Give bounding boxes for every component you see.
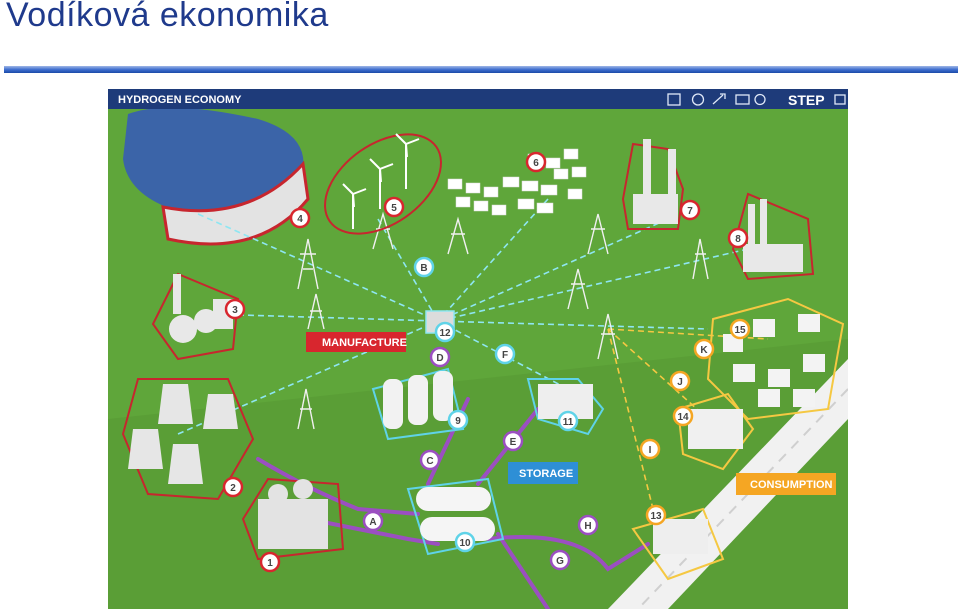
marker-7: 7: [679, 199, 701, 221]
nuclear-plant-1-outline: [241, 477, 345, 561]
marker-14: 14: [672, 405, 694, 427]
marker-9: 9: [447, 409, 469, 431]
factory-14: [688, 409, 743, 449]
svg-text:6: 6: [533, 158, 539, 169]
svg-text:K: K: [700, 345, 708, 356]
svg-text:12: 12: [439, 328, 451, 339]
svg-text:J: J: [677, 377, 683, 388]
svg-text:C: C: [426, 456, 433, 467]
illustration-header-title: HYDROGEN ECONOMY: [118, 94, 242, 106]
marker-13: 13: [645, 504, 667, 526]
power-plant-8: [743, 199, 803, 272]
marker-I: I: [639, 438, 661, 460]
svg-text:G: G: [556, 556, 564, 567]
marker-4: 4: [289, 207, 311, 229]
marker-A: A: [362, 510, 384, 532]
storage-banner: [508, 462, 578, 484]
svg-text:15: 15: [734, 325, 746, 336]
gas-plant-3: [169, 274, 233, 343]
wind-turbines: [342, 133, 420, 229]
window-icon: [834, 94, 846, 105]
marker-1: 1: [259, 551, 281, 573]
houses-15-outline: [706, 297, 845, 421]
marker-3: 3: [224, 298, 246, 320]
svg-text:9: 9: [455, 416, 461, 427]
svg-text:4: 4: [297, 214, 303, 225]
marker-B: B: [413, 256, 435, 278]
number-markers: 1 2 3 4 5 6 7 8 9 10 11 12 13 14 15: [222, 151, 751, 573]
letter-markers: A B C D E F G H I J K: [362, 256, 715, 571]
slide-title: Vodíková ekonomika: [6, 0, 329, 34]
title-divider: [4, 66, 958, 73]
consumption-banner: [736, 473, 836, 495]
hydrogen-economy-illustration: HYDROGEN ECONOMY STEP MANUFACTURE STORAG…: [108, 89, 848, 609]
compressor-11-outline: [526, 378, 605, 436]
marker-D: D: [429, 346, 451, 368]
building-icon: [667, 93, 681, 106]
brand-label: STEP: [788, 92, 825, 108]
power-plant-7-outline: [621, 142, 685, 230]
wind-farm-outline: [324, 133, 442, 235]
marker-15: 15: [729, 318, 751, 340]
svg-text:10: 10: [459, 538, 471, 549]
svg-text:B: B: [420, 263, 427, 274]
marker-2: 2: [222, 476, 244, 498]
storage-banner-label: STORAGE: [519, 468, 573, 480]
dam-wall: [161, 160, 310, 246]
illustration-header-bar: [108, 89, 848, 109]
svg-text:A: A: [369, 517, 376, 528]
cooling-towers-2: [128, 384, 238, 484]
storage-tanks-9: [383, 371, 453, 429]
svg-text:3: 3: [232, 305, 238, 316]
fuel-station-13-outline: [631, 507, 725, 581]
globe-icon: [691, 93, 705, 106]
marker-5: 5: [383, 196, 405, 218]
svg-text:F: F: [502, 350, 508, 361]
marker-F: F: [494, 343, 516, 365]
svg-text:11: 11: [563, 417, 574, 428]
manufacture-banner: [306, 332, 406, 352]
fuel-station-13: [653, 519, 708, 554]
svg-text:I: I: [649, 445, 652, 456]
svg-text:5: 5: [391, 203, 397, 214]
reservoir-lake: [123, 107, 304, 214]
manufacture-banner-label: MANUFACTURE: [322, 337, 407, 349]
svg-text:H: H: [584, 521, 591, 532]
consumption-banner-label: CONSUMPTION: [750, 479, 833, 491]
marker-6: 6: [525, 151, 547, 173]
settings-icon: [754, 93, 766, 106]
pressure-tanks-10: [416, 487, 495, 541]
svg-text:13: 13: [650, 511, 662, 522]
marker-11: 11: [557, 410, 579, 432]
nuclear-plant-1: [258, 479, 328, 549]
power-plant-7: [633, 139, 678, 224]
svg-text:1: 1: [267, 558, 273, 569]
marker-G: G: [549, 549, 571, 571]
svg-text:2: 2: [230, 483, 236, 494]
houses-15: [723, 314, 825, 407]
header-toolbar-icons: [667, 93, 846, 106]
svg-text:D: D: [436, 353, 443, 364]
wrench-icon: [712, 93, 726, 105]
marker-10: 10: [454, 531, 476, 553]
marker-8: 8: [727, 227, 749, 249]
marker-J: J: [669, 370, 691, 392]
marker-H: H: [577, 514, 599, 536]
folder-icon: [735, 94, 750, 105]
marker-K: K: [693, 338, 715, 360]
power-plant-8-outline: [731, 192, 815, 281]
svg-text:8: 8: [735, 234, 741, 245]
svg-text:7: 7: [687, 206, 693, 217]
svg-text:E: E: [510, 437, 517, 448]
cooling-towers-2-outline: [121, 378, 255, 501]
marker-E: E: [502, 430, 524, 452]
pylons: [297, 211, 709, 430]
marker-12: 12: [434, 321, 456, 343]
svg-text:14: 14: [677, 412, 689, 423]
marker-C: C: [419, 449, 441, 471]
